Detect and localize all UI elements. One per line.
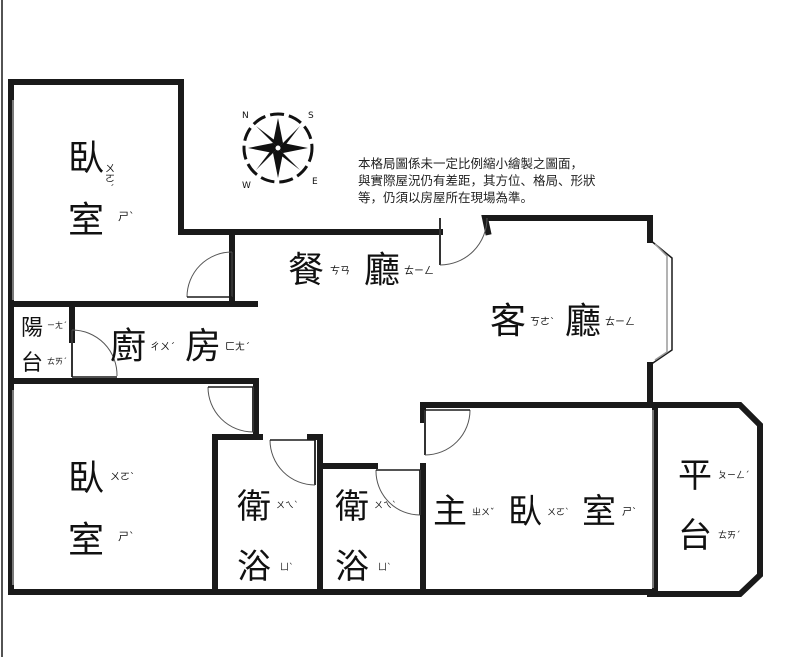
- room-char: 衛: [237, 487, 271, 527]
- zhuyin: ㄩˋ: [280, 562, 294, 573]
- room-char: 廳: [565, 301, 601, 342]
- disclaimer-line: 等，仍須以房屋所在現場為準。: [358, 190, 534, 205]
- room-char: 室: [68, 200, 104, 241]
- zhuyin: ㄊㄞˊ: [47, 356, 67, 366]
- disclaimer-line: 本格局圖係未一定比例縮小繪製之圖面，: [358, 156, 584, 171]
- room-bath-1: 衛 ㄨㄟˋ 浴 ㄩˋ: [237, 487, 299, 587]
- zhuyin: ㄊㄞˊ: [718, 529, 741, 541]
- room-char: 台: [21, 351, 43, 376]
- disclaimer-note: 本格局圖係未一定比例縮小繪製之圖面， 與實際屋況仍有差距，其方位、格局、形狀 等…: [358, 155, 658, 206]
- room-char: 主: [433, 492, 467, 532]
- zhuyin: ㄕˋ: [622, 506, 637, 518]
- room-char: 陽: [21, 316, 43, 341]
- room-dining: 餐 ㄘㄢ 廳 ㄊㄧㄥ: [288, 250, 434, 291]
- room-char: 衛: [335, 487, 369, 527]
- compass-label-east: E: [312, 177, 318, 187]
- room-char: 臥: [68, 138, 104, 179]
- room-char: 廳: [364, 250, 400, 291]
- doors: [71, 217, 488, 516]
- compass-rose-icon: N E S W: [242, 111, 318, 191]
- room-char: 台: [678, 516, 712, 556]
- zhuyin: ㄆㄧㄥˊ: [718, 470, 750, 481]
- zhuyin: ㄩˋ: [378, 562, 392, 573]
- interior-walls: [8, 229, 658, 595]
- room-balcony: 陽 ㄧㄤˊ 台 ㄊㄞˊ: [21, 316, 67, 376]
- room-char: 餐: [288, 250, 324, 291]
- room-char: 房: [185, 326, 221, 367]
- room-platform: 平 ㄆㄧㄥˊ 台 ㄊㄞˊ: [678, 456, 750, 556]
- zhuyin: ㄊㄧㄥ: [605, 316, 635, 328]
- room-char: 室: [68, 520, 104, 561]
- zhuyin: ㄊㄧㄥ: [404, 265, 434, 277]
- room-char: 浴: [335, 547, 369, 587]
- zhuyin: ㄨㄟˋ: [276, 500, 299, 511]
- zhuyin: ㄓㄨˇ: [472, 507, 495, 518]
- room-char: 浴: [237, 547, 271, 587]
- compass-label-north: N: [242, 111, 249, 121]
- zhuyin: ㄘㄢ: [330, 264, 350, 277]
- room-master-bedroom: 主 ㄓㄨˇ 臥 ㄨㄛˋ 室 ㄕˋ: [433, 492, 637, 532]
- room-char: 廚: [110, 326, 146, 367]
- room-char: 平: [678, 456, 712, 496]
- room-living: 客 ㄎㄜˋ 廳 ㄊㄧㄥ: [490, 301, 635, 342]
- compass-label-south: S: [308, 111, 314, 121]
- windows: [12, 100, 673, 588]
- zhuyin: ㄕˋ: [118, 530, 135, 543]
- disclaimer-line: 與實際屋況仍有差距，其方位、格局、形狀: [358, 173, 596, 188]
- room-char: 臥: [68, 458, 104, 499]
- room-bedroom-bottom-left: 臥 ㄨㄛˋ 室 ㄕˋ: [68, 458, 135, 561]
- zhuyin: ㄨㄛˋ: [110, 471, 135, 483]
- zhuyin: ㄧㄤˊ: [47, 320, 67, 330]
- zhuyin: ㄔㄨˊ: [150, 341, 175, 353]
- room-kitchen: 廚 ㄔㄨˊ 房 ㄈㄤˊ: [110, 326, 250, 367]
- compass-label-west: W: [242, 181, 251, 191]
- room-char: 室: [582, 492, 616, 532]
- zhuyin: ㄈㄤˊ: [225, 341, 250, 353]
- room-bath-2: 衛 ㄨㄟˋ 浴 ㄩˋ: [335, 487, 397, 587]
- room-char: 客: [490, 301, 526, 342]
- zhuyin: ㄨㄛˋ: [547, 507, 570, 518]
- zhuyin: ㄨㄛˋ: [103, 163, 115, 188]
- zhuyin: ㄨㄟˋ: [374, 500, 397, 511]
- zhuyin: ㄎㄜˋ: [530, 316, 555, 328]
- zhuyin: ㄕˋ: [118, 210, 135, 223]
- room-char: 臥: [508, 492, 542, 532]
- room-bedroom-top-left: 臥 ㄨㄛˋ 室 ㄕˋ: [68, 138, 135, 241]
